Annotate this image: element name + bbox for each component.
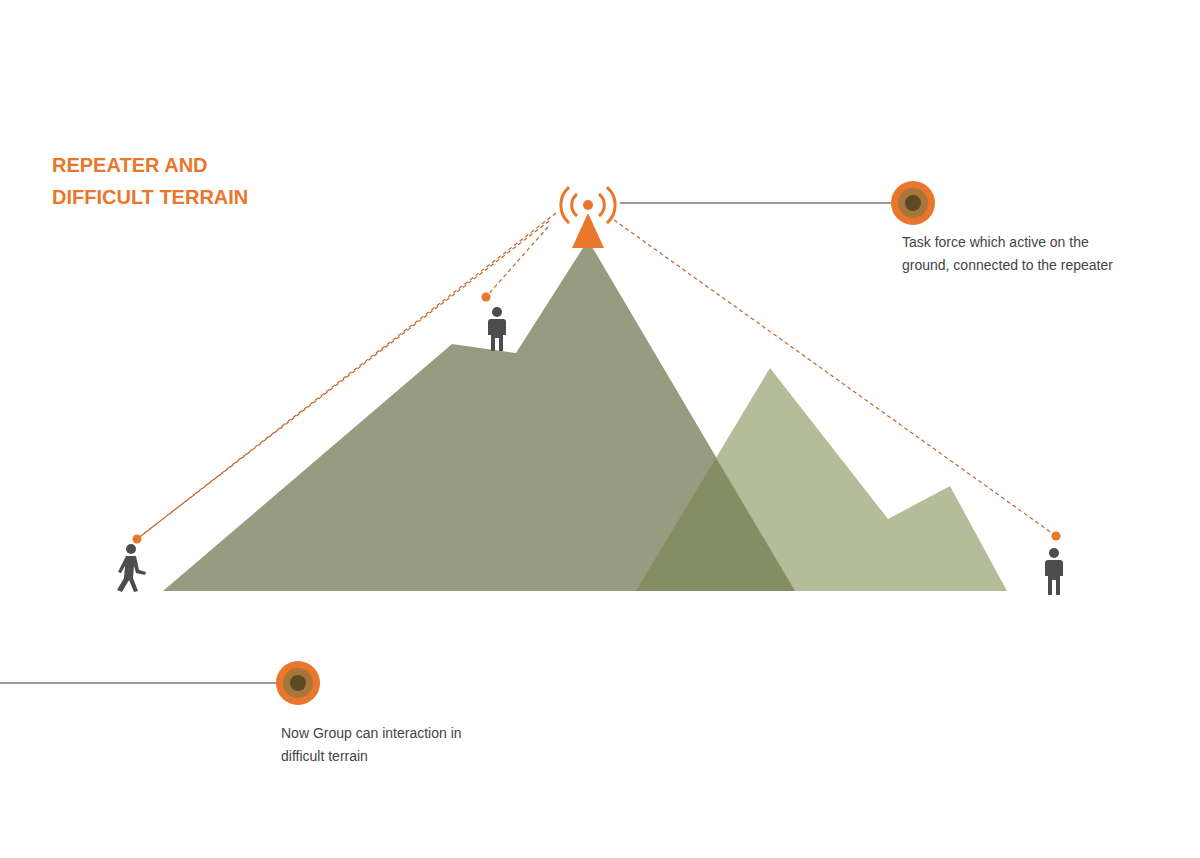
signal-dots [133,293,1061,544]
callout-note: Task force which active on the ground, c… [902,231,1138,277]
main-mountain [163,240,795,591]
mountain-overlap [636,458,795,591]
repeater-tower [561,187,615,248]
callout-top [620,181,935,225]
diagram-title: REPEATER AND DIFFICULT TERRAIN [52,149,282,213]
callout-note: Now Group can interaction in difficult t… [281,722,467,768]
person-icons [117,307,1063,595]
callout-bottom [0,661,320,705]
